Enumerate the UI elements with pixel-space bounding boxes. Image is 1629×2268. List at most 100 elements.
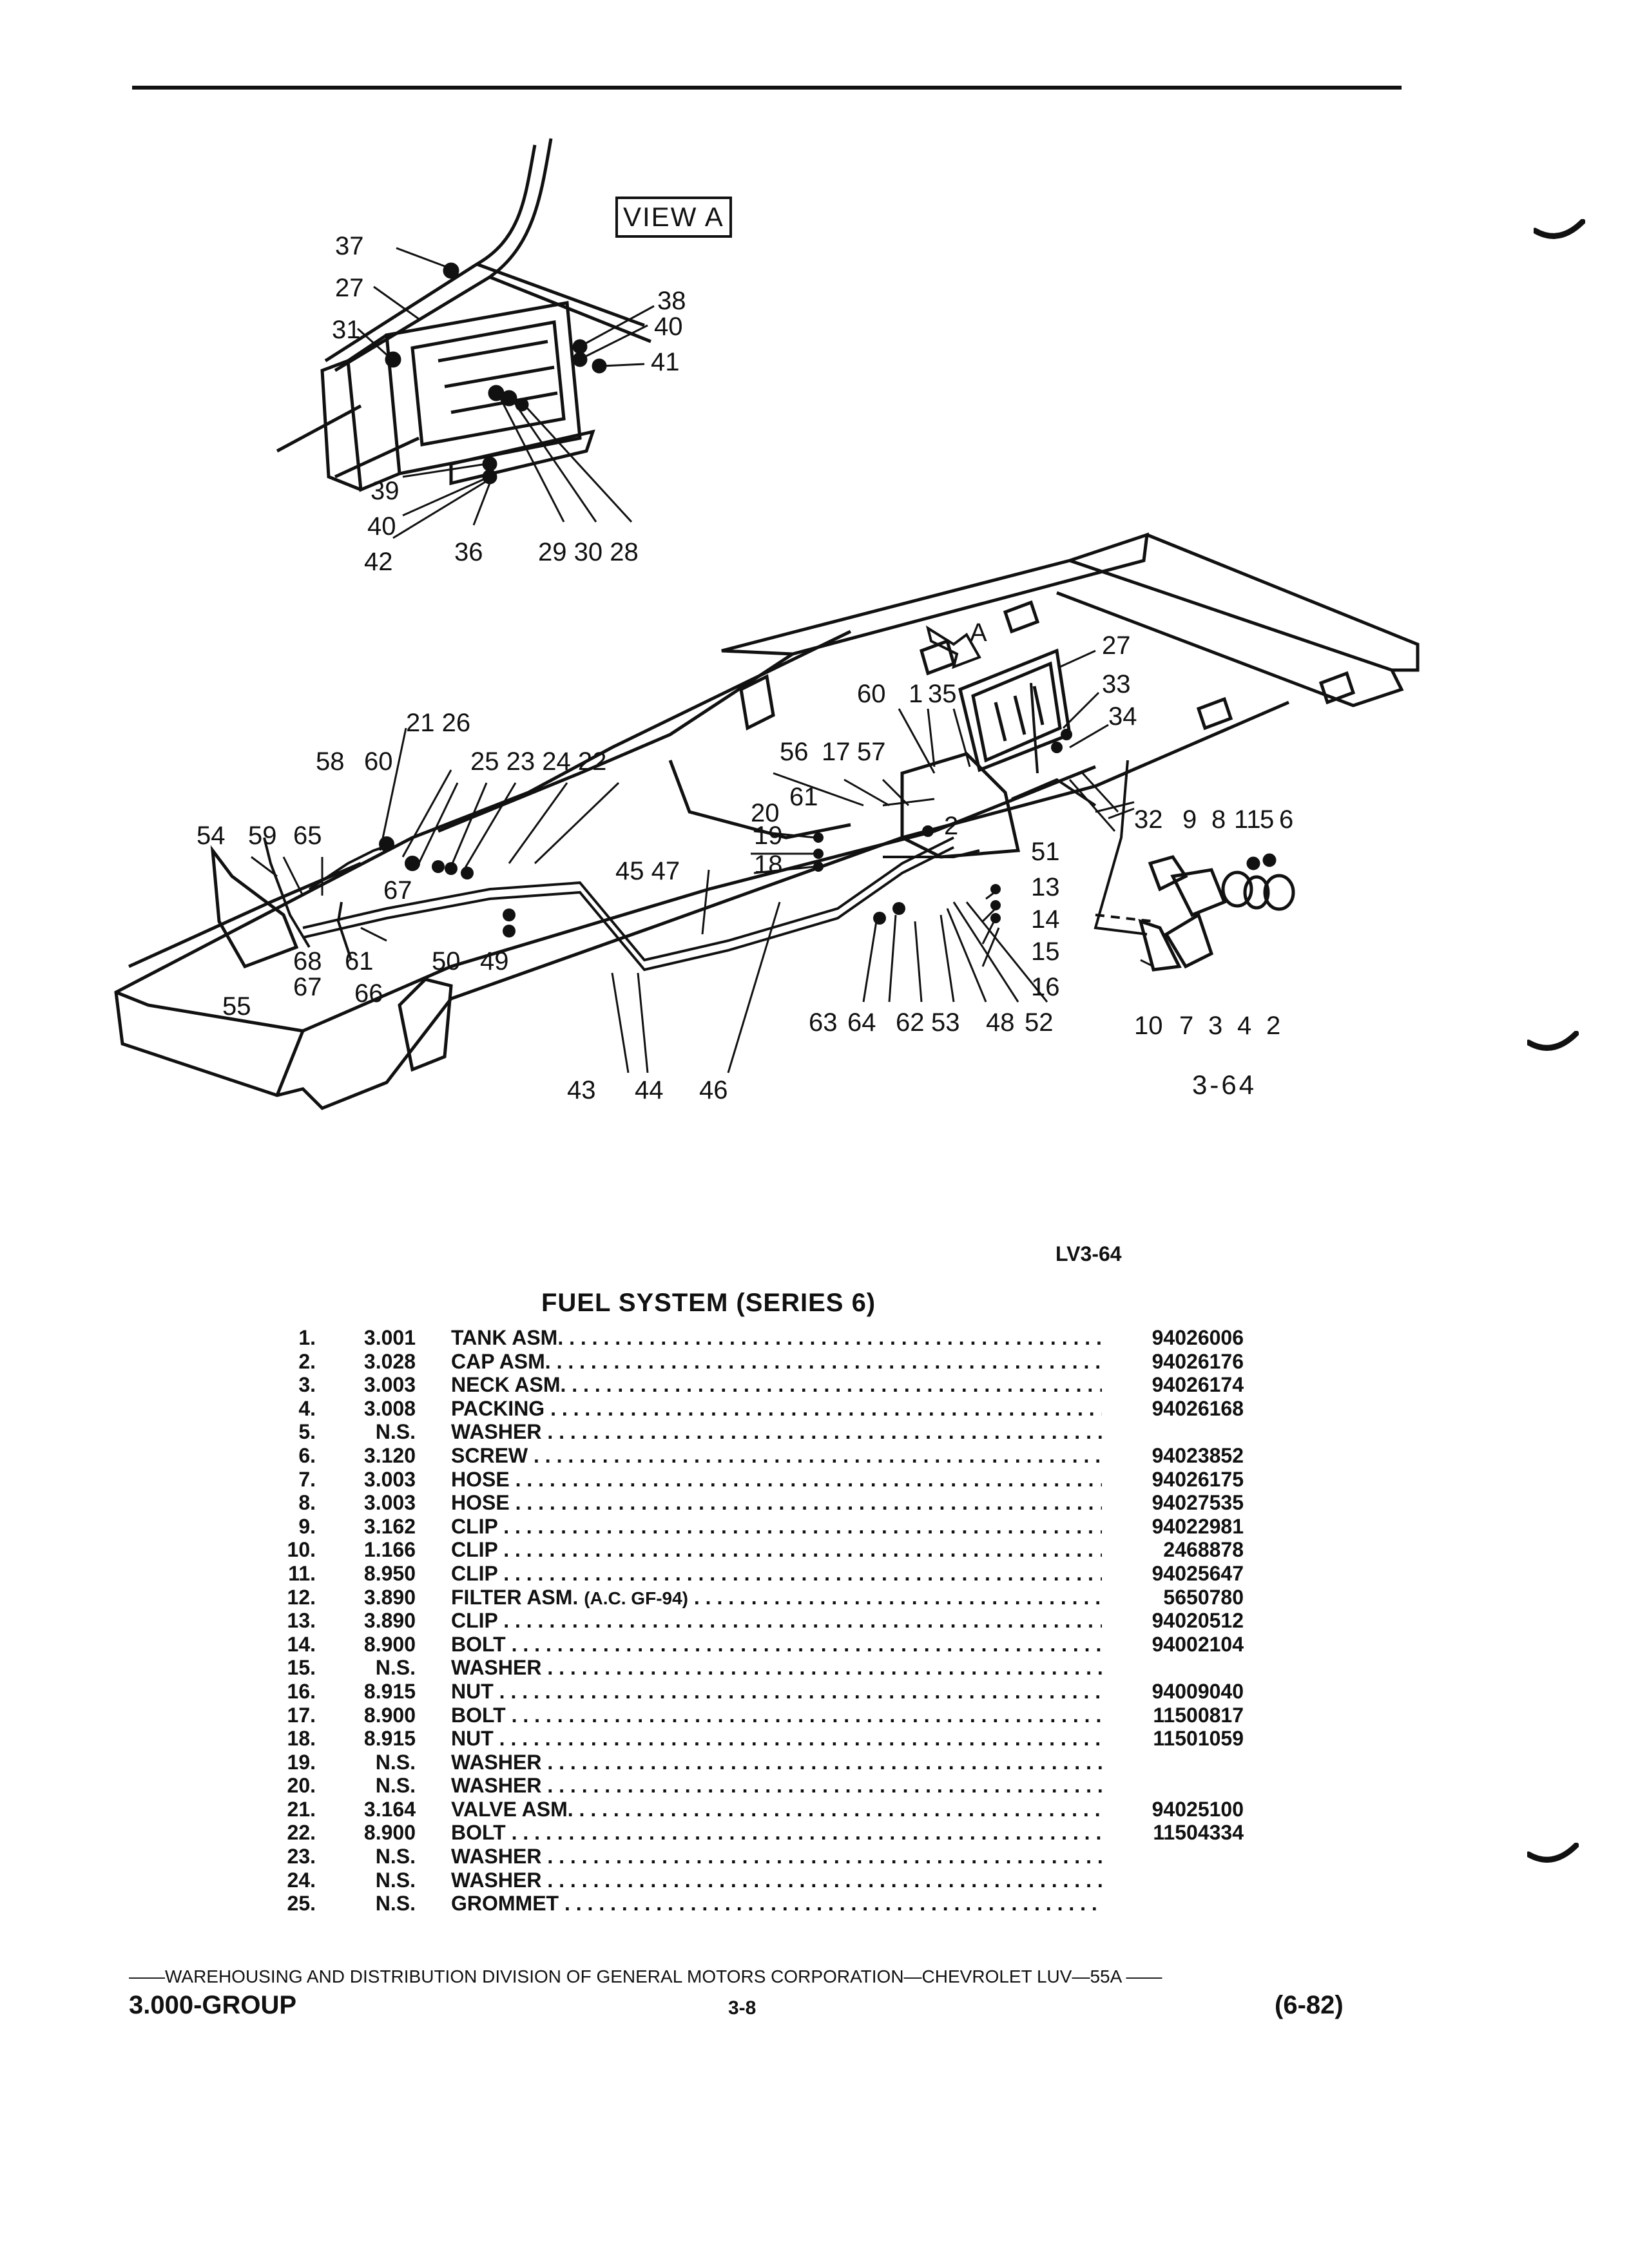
callout-19: 19 (754, 822, 783, 850)
group-number: 8.900 (363, 1703, 416, 1727)
drawing-code: LV3-64 (1055, 1242, 1122, 1265)
filler-neck-parts (1138, 853, 1295, 972)
description-text: WASHER (451, 1845, 542, 1869)
callout-35: 35 (928, 680, 957, 708)
callout-27: 27 (335, 274, 364, 302)
description-text: WASHER (451, 1656, 542, 1680)
part-number: 11504334 (1153, 1821, 1244, 1845)
callout-a: A (970, 619, 987, 647)
group-number: 3.890 (363, 1609, 416, 1633)
callout-44: 44 (635, 1076, 664, 1104)
description-text: TANK ASM. (451, 1326, 564, 1349)
callout-10: 10 (1134, 1012, 1163, 1040)
parts-row: 15.N.S.WASHER (251, 1656, 1257, 1680)
part-description: HOSE (451, 1468, 1102, 1492)
callout-11: 11 (1234, 805, 1261, 834)
group-number: 8.915 (363, 1679, 416, 1703)
item-number: 13. (287, 1609, 316, 1633)
description-text: WASHER (451, 1750, 542, 1774)
callout-49: 49 (480, 947, 509, 975)
part-number: 11500817 (1153, 1703, 1244, 1727)
callout-68: 68 (293, 947, 322, 975)
description-text: WASHER (451, 1868, 542, 1892)
part-description: CLIP (451, 1609, 1102, 1633)
group-number: N.S. (375, 1868, 416, 1892)
group-number: N.S. (375, 1656, 416, 1680)
part-number: 94026174 (1152, 1373, 1244, 1397)
callout-48: 48 (986, 1008, 1015, 1037)
callout-9: 9 (1182, 805, 1197, 834)
description-text: FILTER ASM. (451, 1585, 579, 1609)
part-number: 94009040 (1152, 1679, 1244, 1703)
parts-row: 6.3.120SCREW94023852 (251, 1444, 1257, 1468)
callout-29-30-28: 29 30 28 (538, 538, 639, 566)
description-text: NUT (451, 1727, 494, 1751)
group-number: 3.162 (363, 1514, 416, 1538)
callout-61b: 61 (345, 947, 374, 975)
part-description: WASHER (451, 1774, 1102, 1798)
footer-page-number: 3-8 (728, 1997, 757, 2019)
callout-61: 61 (789, 783, 818, 811)
figure-reference: 3-64 (1192, 1070, 1257, 1100)
part-number: 5650780 (1163, 1585, 1244, 1609)
fuel-system-diagram: 37 27 31 38 40 41 39 40 42 36 29 30 28 A… (114, 138, 1420, 1110)
description-text: CAP ASM. (451, 1349, 551, 1373)
part-description: WASHER (451, 1869, 1102, 1892)
callout-40b: 40 (367, 512, 396, 541)
callout-64: 64 (847, 1008, 876, 1037)
callout-39: 39 (371, 477, 400, 505)
part-number: 94002104 (1152, 1632, 1244, 1656)
description-text: HOSE (451, 1467, 510, 1491)
item-number: 23. (287, 1845, 316, 1869)
item-number: 17. (287, 1703, 316, 1727)
part-description: CLIP (451, 1538, 1102, 1562)
description-text: WASHER (451, 1420, 542, 1444)
callout-6: 6 (1279, 805, 1293, 834)
part-note: (A.C. GF-94) (584, 1588, 688, 1608)
binder-mark-icon (1527, 1031, 1579, 1051)
item-number: 3. (298, 1373, 316, 1397)
item-number: 22. (287, 1821, 316, 1845)
callout-3: 3 (1208, 1012, 1222, 1040)
parts-row: 14.8.900BOLT94002104 (251, 1633, 1257, 1657)
callout-54: 54 (197, 822, 226, 850)
part-description: NUT (451, 1680, 1102, 1704)
description-text: BOLT (451, 1632, 506, 1656)
parts-row: 24.N.S.WASHER (251, 1869, 1257, 1892)
group-number: 3.028 (363, 1349, 416, 1373)
group-number: 3.008 (363, 1396, 416, 1420)
part-description: NUT (451, 1727, 1102, 1751)
group-number: N.S. (375, 1774, 416, 1798)
parts-row: 7.3.003HOSE94026175 (251, 1468, 1257, 1492)
callout-15: 15 (1031, 937, 1060, 966)
group-number: 3.003 (363, 1373, 416, 1397)
part-number: 94027535 (1152, 1491, 1244, 1515)
part-description: WASHER (451, 1751, 1102, 1774)
part-description: VALVE ASM. (451, 1798, 1102, 1821)
callout-17: 17 (822, 738, 851, 766)
item-number: 19. (287, 1750, 316, 1774)
item-number: 7. (298, 1467, 316, 1491)
part-number: 94023852 (1152, 1443, 1244, 1467)
top-rule (132, 86, 1402, 90)
callout-45-47: 45 47 (615, 857, 680, 885)
part-description: BOLT (451, 1821, 1102, 1845)
callout-51: 51 (1031, 838, 1060, 866)
callout-18: 18 (754, 850, 783, 879)
part-description: TANK ASM. (451, 1326, 1102, 1350)
callout-52: 52 (1025, 1008, 1054, 1037)
callout-66: 66 (354, 979, 383, 1008)
item-number: 14. (287, 1632, 316, 1656)
parts-row: 25.N.S.GROMMET (251, 1892, 1257, 1916)
parts-row: 10.1.166CLIP2468878 (251, 1538, 1257, 1562)
callout-36: 36 (454, 538, 483, 566)
group-number: 3.890 (363, 1585, 416, 1609)
callout-60b: 60 (364, 747, 393, 776)
callout-42: 42 (364, 548, 393, 576)
group-number: N.S. (375, 1750, 416, 1774)
group-number: 8.900 (363, 1821, 416, 1845)
callout-16: 16 (1031, 973, 1060, 1001)
part-number: 94026176 (1152, 1349, 1244, 1373)
